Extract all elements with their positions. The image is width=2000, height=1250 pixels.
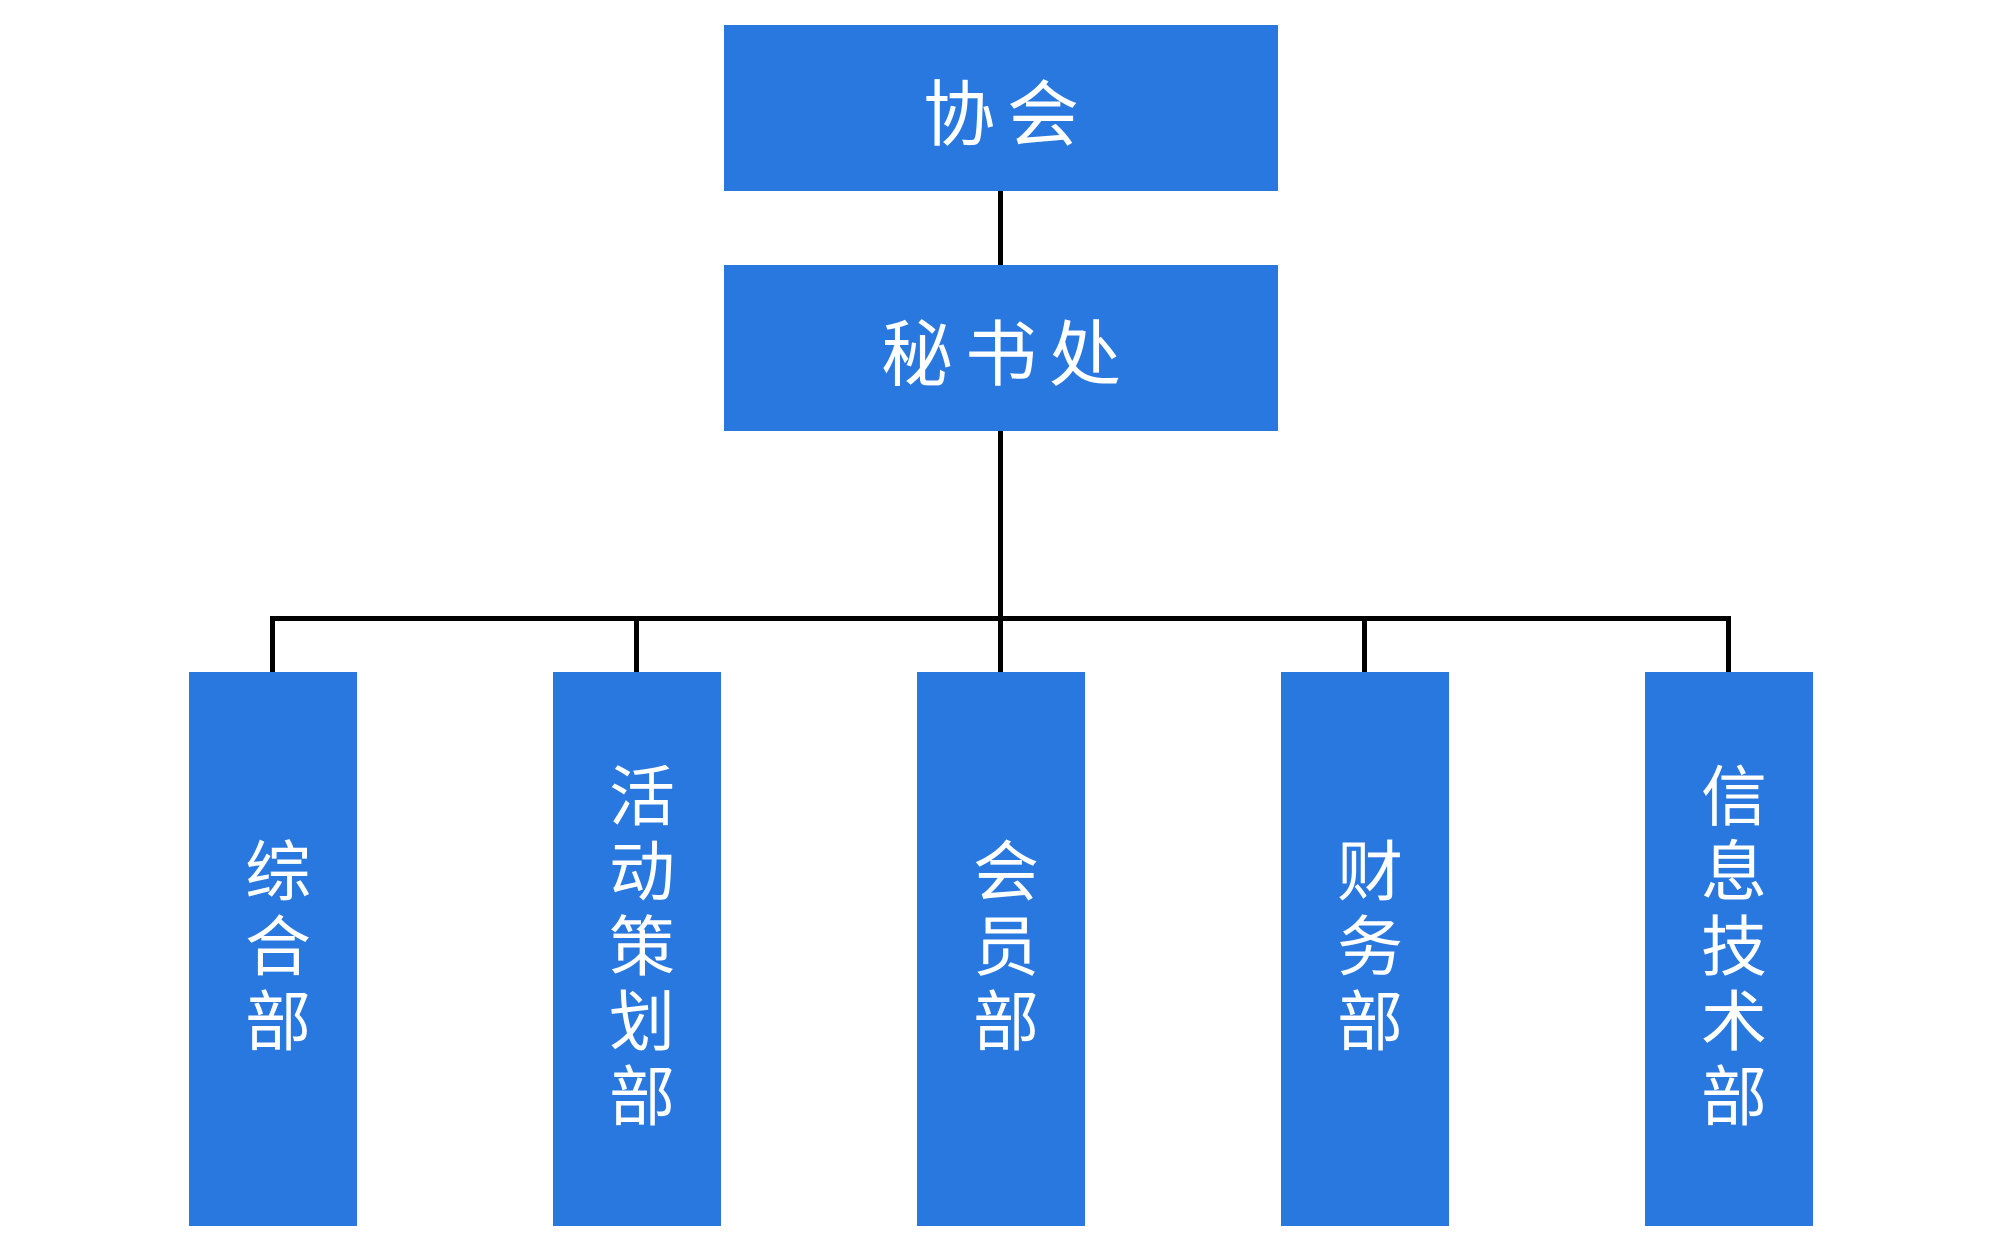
node-general-affairs-dept-label: 综合部 (236, 836, 310, 1062)
node-finance-dept-label: 财务部 (1328, 836, 1402, 1062)
connector-secretariat-to-membership (998, 430, 1003, 672)
connector-drop-information-technology (1726, 616, 1731, 672)
connector-horizontal-bar (270, 616, 1731, 621)
node-finance-dept: 财务部 (1281, 672, 1449, 1226)
connector-drop-general-affairs (270, 616, 275, 672)
node-general-affairs-dept: 综合部 (189, 672, 357, 1226)
node-association-label: 协会 (922, 75, 1091, 156)
node-membership-dept-label: 会员部 (964, 836, 1038, 1062)
connector-drop-event-planning (634, 616, 639, 672)
node-secretariat-label: 秘书处 (880, 315, 1133, 396)
connector-drop-finance (1362, 616, 1367, 672)
node-association: 协会 (724, 25, 1278, 191)
connector-root-to-secretariat (998, 190, 1003, 267)
node-information-technology-dept-label: 信息技术部 (1692, 761, 1766, 1137)
node-event-planning-dept: 活动策划部 (553, 672, 721, 1226)
node-event-planning-dept-label: 活动策划部 (600, 761, 674, 1137)
node-information-technology-dept: 信息技术部 (1645, 672, 1813, 1226)
node-secretariat: 秘书处 (724, 265, 1278, 431)
node-membership-dept: 会员部 (917, 672, 1085, 1226)
